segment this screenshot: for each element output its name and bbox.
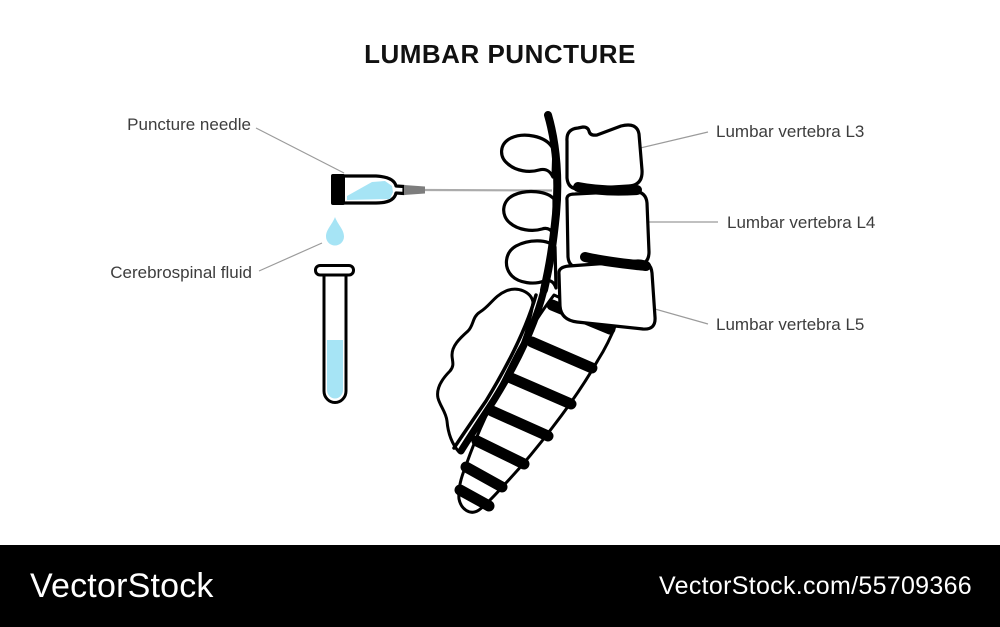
needle-hub — [404, 185, 425, 195]
vertebral-bodies — [557, 123, 657, 331]
test-tube-lip — [314, 264, 355, 277]
csf-leader-line — [258, 242, 323, 272]
spinous-process-2 — [502, 189, 556, 238]
page-title: LUMBAR PUNCTURE — [364, 39, 636, 69]
syringe-plunger-cap — [331, 174, 345, 205]
vectorstock-logo: VectorStock — [30, 566, 214, 605]
lumbar-discs — [573, 182, 651, 271]
label-puncture-needle: Puncture needle — [127, 115, 251, 134]
label-lumbar-vertebra-l4: Lumbar vertebra L4 — [727, 213, 876, 232]
csf-droplet-icon — [326, 217, 344, 246]
puncture-needle-icon — [331, 174, 425, 205]
vertebra-l5 — [557, 259, 657, 331]
lumbar-spine-illustration — [436, 111, 657, 514]
vertebra-l3 — [565, 123, 644, 191]
label-lumbar-vertebra-l3: Lumbar vertebra L3 — [716, 122, 865, 141]
label-cerebrospinal-fluid: Cerebrospinal fluid — [110, 263, 252, 282]
syringe-fluid — [347, 181, 393, 200]
watermark-bar: VectorStock VectorStock.com/55709366 — [0, 545, 1000, 627]
needle-leader-line — [255, 127, 345, 174]
test-tube-fluid — [327, 340, 343, 399]
spinous-process-1 — [500, 133, 556, 179]
watermark-url: VectorStock.com/55709366 — [659, 571, 972, 600]
label-lumbar-vertebra-l5: Lumbar vertebra L5 — [716, 315, 865, 334]
spinal-canal — [452, 111, 562, 455]
test-tube-icon — [314, 264, 355, 404]
